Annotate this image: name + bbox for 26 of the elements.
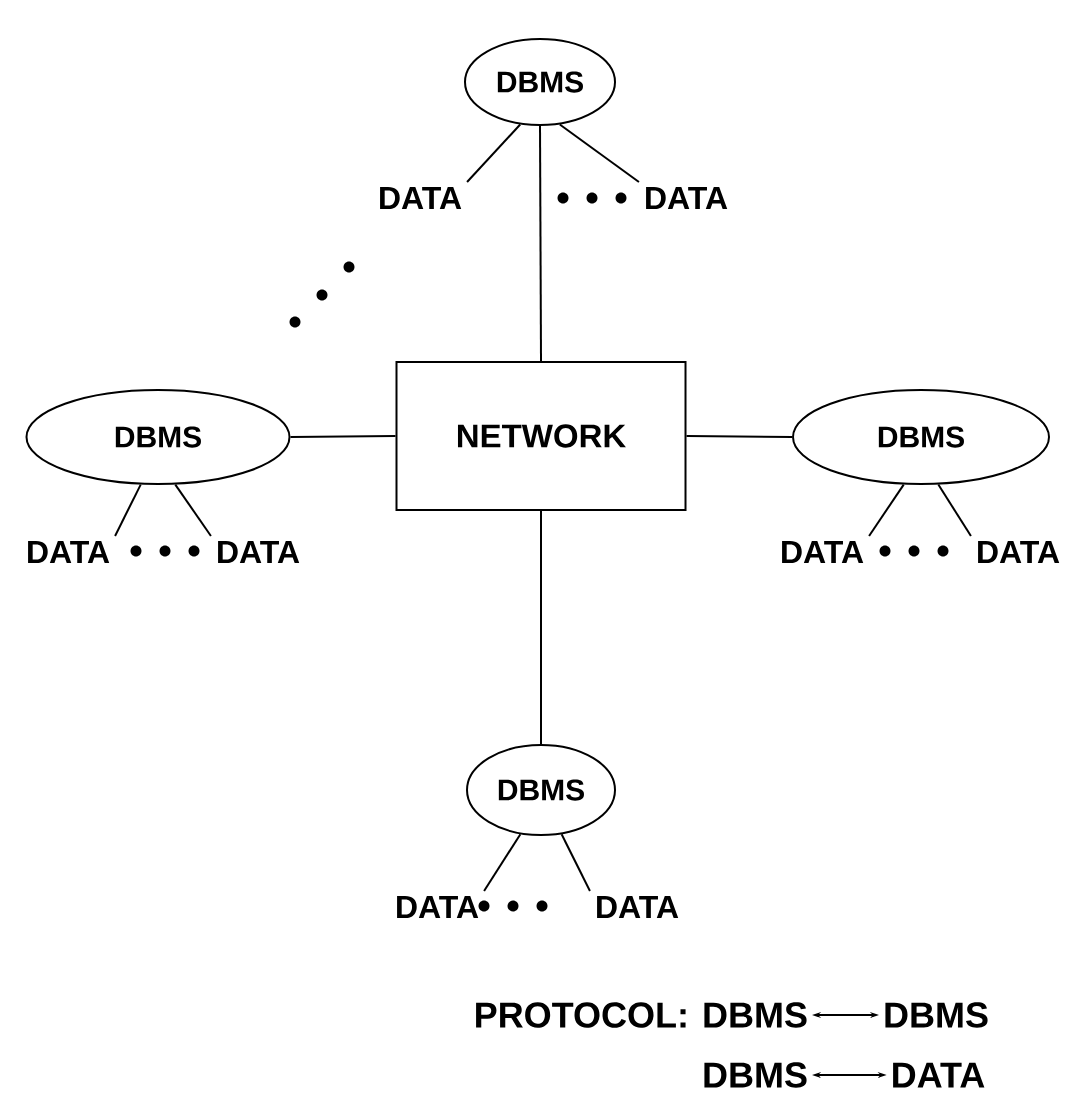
network-box: NETWORK bbox=[395, 361, 687, 511]
connector-line bbox=[540, 510, 542, 745]
connector-line bbox=[289, 435, 397, 438]
data-label: DATA bbox=[28, 541, 110, 563]
data-label: DATA bbox=[978, 541, 1060, 563]
connector-line bbox=[868, 483, 905, 537]
data-label: DATA bbox=[397, 896, 479, 918]
connector-line bbox=[539, 125, 542, 362]
data-label: DATA bbox=[782, 541, 864, 563]
connector-line bbox=[937, 483, 972, 537]
data-label: DATA bbox=[380, 187, 462, 209]
protocol-heading: PROTOCOL: bbox=[476, 1002, 686, 1028]
data-label: DATA bbox=[218, 541, 300, 563]
data-label: DATA bbox=[646, 187, 728, 209]
protocol-term: DBMS bbox=[704, 1002, 807, 1028]
protocol-term: DBMS bbox=[704, 1062, 807, 1088]
connector-line bbox=[685, 435, 793, 438]
connector-line bbox=[483, 833, 522, 892]
protocol-term: DBMS bbox=[885, 1002, 988, 1028]
connector-line bbox=[174, 483, 212, 537]
data-label: DATA bbox=[597, 896, 679, 918]
connector-line bbox=[466, 123, 522, 183]
connector-line bbox=[558, 123, 640, 183]
connector-line bbox=[114, 483, 142, 537]
protocol-term: DATA bbox=[893, 1062, 985, 1088]
connector-line bbox=[560, 833, 591, 892]
